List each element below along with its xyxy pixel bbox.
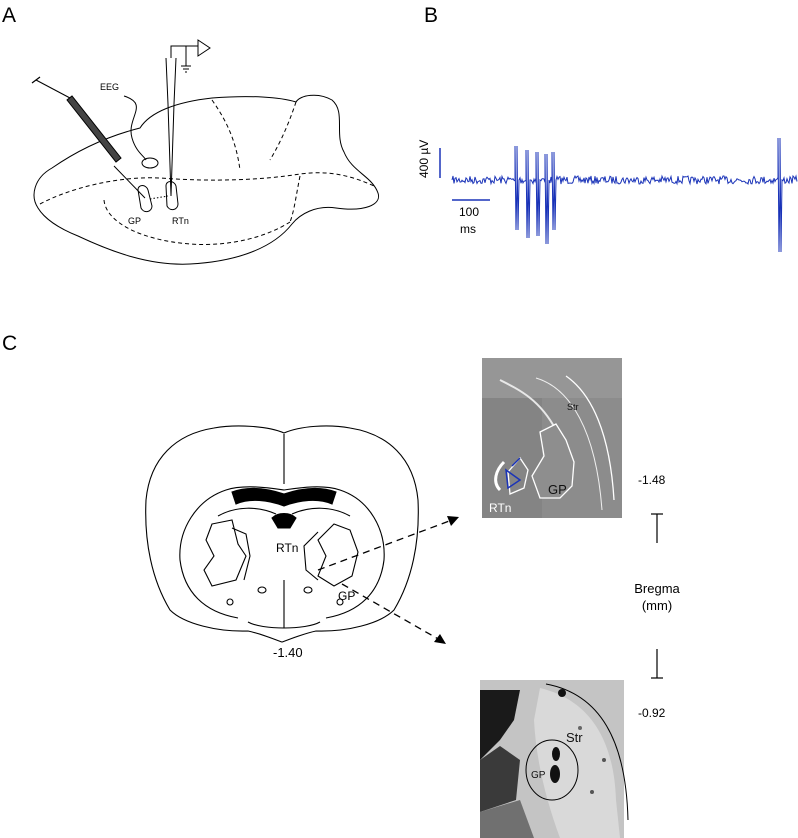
bregma-level-top: -1.48 (638, 473, 666, 487)
basal-outline (247, 621, 321, 629)
eeg-wire (123, 95, 147, 161)
thalamus-right (317, 523, 359, 587)
bregma-unit: (mm) (642, 598, 672, 613)
dashed-arrows (317, 516, 459, 644)
section-gp-label: GP (338, 589, 355, 603)
bregma-title: Bregma (634, 581, 680, 596)
brain-dashed-line-3 (211, 99, 241, 171)
brain-dashed-line-2 (103, 199, 291, 245)
corpus-callosum (231, 487, 337, 507)
electrode-cable (170, 45, 198, 58)
arrow-head-bottom (434, 634, 446, 644)
histology-photo-bottom (480, 680, 629, 838)
photo-top-str: Str (567, 402, 579, 412)
target-connector (149, 195, 169, 200)
time-scale-unit: ms (460, 222, 476, 236)
small-nucleus-left (257, 586, 267, 594)
thalamus-left-inner (231, 527, 251, 581)
bregma-level-bottom: -0.92 (638, 706, 666, 720)
arrow-to-bottom-photo (341, 583, 441, 641)
photo-bottom-str: Str (566, 730, 583, 745)
amplifier-icon (197, 39, 211, 57)
brain-dashed-line-4 (269, 101, 297, 161)
syringe-needle (113, 165, 146, 199)
section-rtn-label: RTn (276, 541, 298, 555)
thalamus-right-inner (303, 531, 319, 581)
small-nucleus-right-2 (336, 598, 344, 606)
cortex-boundary (179, 486, 285, 619)
syringe-barrel (66, 95, 122, 163)
panel-letter-b: B (424, 4, 438, 27)
section-level: -1.40 (273, 645, 303, 660)
eeg-label: EEG (100, 82, 119, 92)
bregma-axis (651, 513, 663, 679)
arrow-to-top-photo (317, 519, 453, 571)
small-nucleus-right (303, 586, 313, 594)
brain-dashed-line-1 (39, 172, 375, 205)
amplitude-scale-label: 400 µV (417, 140, 431, 178)
syringe-plunger-cap (31, 76, 41, 84)
panel-letter-a: A (2, 4, 16, 27)
coronal-outline (145, 425, 419, 643)
eeg-electrode (141, 157, 159, 169)
rtn-label-a: RTn (172, 216, 189, 226)
hippocampus-left (217, 507, 277, 517)
ground-wire (181, 46, 191, 73)
eeg-trace (451, 137, 798, 253)
rat-brain-diagram (31, 39, 379, 265)
small-nucleus-left-2 (226, 598, 234, 606)
brain-outline (33, 94, 379, 265)
third-ventricle (271, 512, 297, 529)
photo-top-gp: GP (548, 482, 567, 497)
rtn-target (165, 181, 179, 211)
thalamus-left (203, 519, 247, 587)
panel-letter-c: C (2, 332, 17, 355)
brain-dashed-line-5 (289, 175, 301, 223)
cortex-boundary-right (283, 486, 385, 619)
arrow-head-top (447, 516, 459, 526)
electrode-track-marker (505, 468, 522, 490)
syringe-plunger (35, 79, 71, 99)
gp-label-a: GP (128, 216, 141, 226)
photo-top-rtn: RTn (489, 501, 511, 515)
hippocampus-right (291, 507, 351, 517)
recording-electrode (165, 57, 177, 197)
coronal-section-drawing (145, 425, 419, 643)
histology-photo-top (482, 358, 622, 518)
gp-target (137, 185, 153, 213)
photo-bottom-gp: GP (531, 770, 546, 781)
time-scale-value: 100 (459, 205, 479, 219)
